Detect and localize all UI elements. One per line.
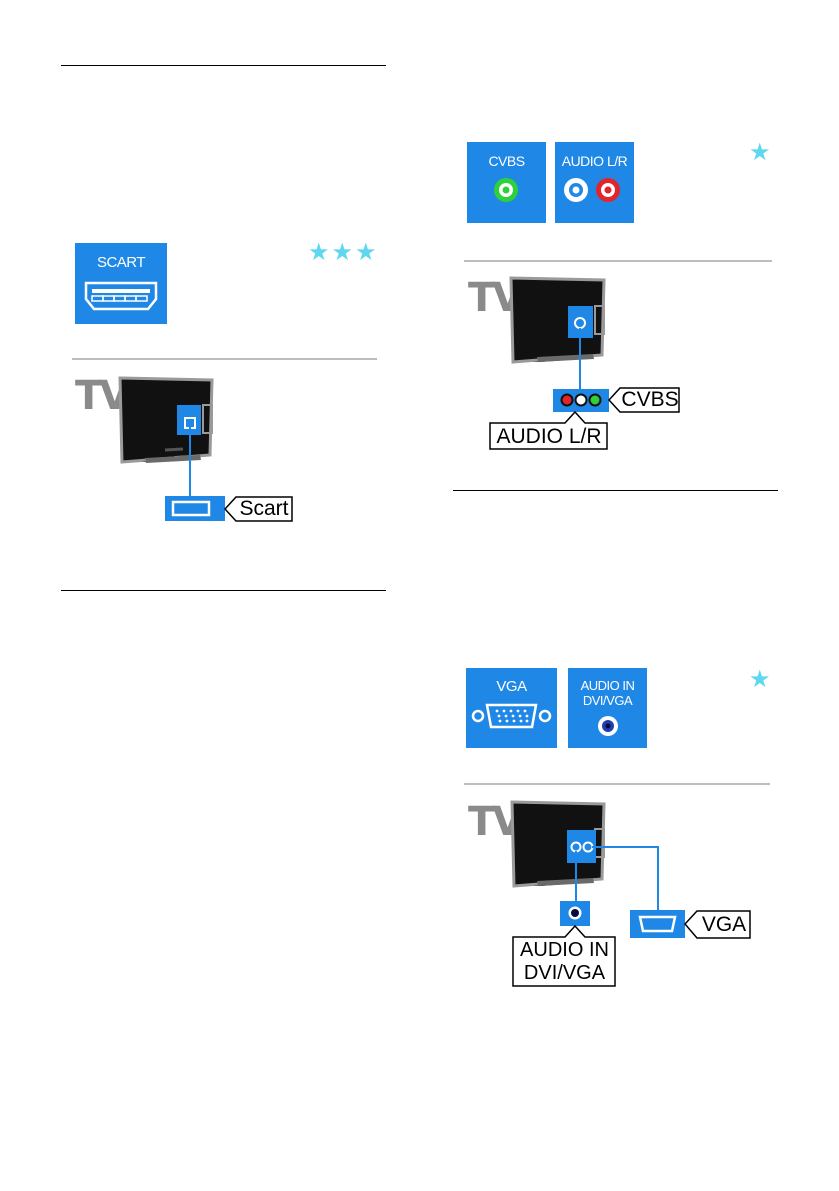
vga-panel-label: VGA [496, 678, 527, 695]
diagram-divider [72, 358, 377, 360]
quality-star-icon: ★ [749, 666, 773, 693]
section-divider [61, 590, 386, 591]
vga-port-icon [471, 703, 552, 729]
audio-in-panel-label-line1: AUDIO IN [580, 678, 635, 693]
scart-connector-panel: SCART [75, 243, 167, 324]
green-video-jack-icon [494, 178, 518, 202]
audio-in-panel-label-line2: DVI/VGA [582, 693, 633, 708]
scart-panel-label: SCART [96, 254, 146, 271]
audio-lr-panel-label: AUDIO L/R [561, 153, 628, 169]
vga-connector-panel: VGA [466, 668, 557, 748]
cvbs-callout-label: CVBS [621, 388, 679, 411]
scart-callout-label: Scart [239, 497, 289, 520]
audio-jacks-icon [564, 178, 620, 202]
scart-plug-icon [165, 496, 225, 521]
audio-lr-callout-label: AUDIO L/R [496, 425, 602, 448]
audio-in-connector-panel: AUDIO IN DVI/VGA [568, 668, 647, 748]
diagram-divider [464, 260, 772, 262]
tv-icon [510, 800, 606, 888]
audio-in-callout-line2: DVI/VGA [523, 962, 606, 984]
audio-in-callout-line1: AUDIO IN [520, 939, 609, 961]
cvbs-connector-panel: CVBS [467, 142, 546, 223]
quality-star-icon: ★ [749, 139, 773, 166]
section-divider [453, 490, 778, 491]
cvbs-panel-label: CVBS [488, 153, 525, 169]
audio-in-jack-icon [598, 716, 618, 736]
section-divider [61, 65, 386, 66]
vga-plug-icon [630, 910, 685, 938]
scart-port-icon [84, 281, 158, 311]
audio-lr-connector-panel: AUDIO L/R [555, 142, 634, 223]
quality-stars-icon: ★★★ [308, 239, 379, 266]
diagram-divider [464, 783, 770, 785]
vga-callout-label: VGA [701, 913, 747, 936]
